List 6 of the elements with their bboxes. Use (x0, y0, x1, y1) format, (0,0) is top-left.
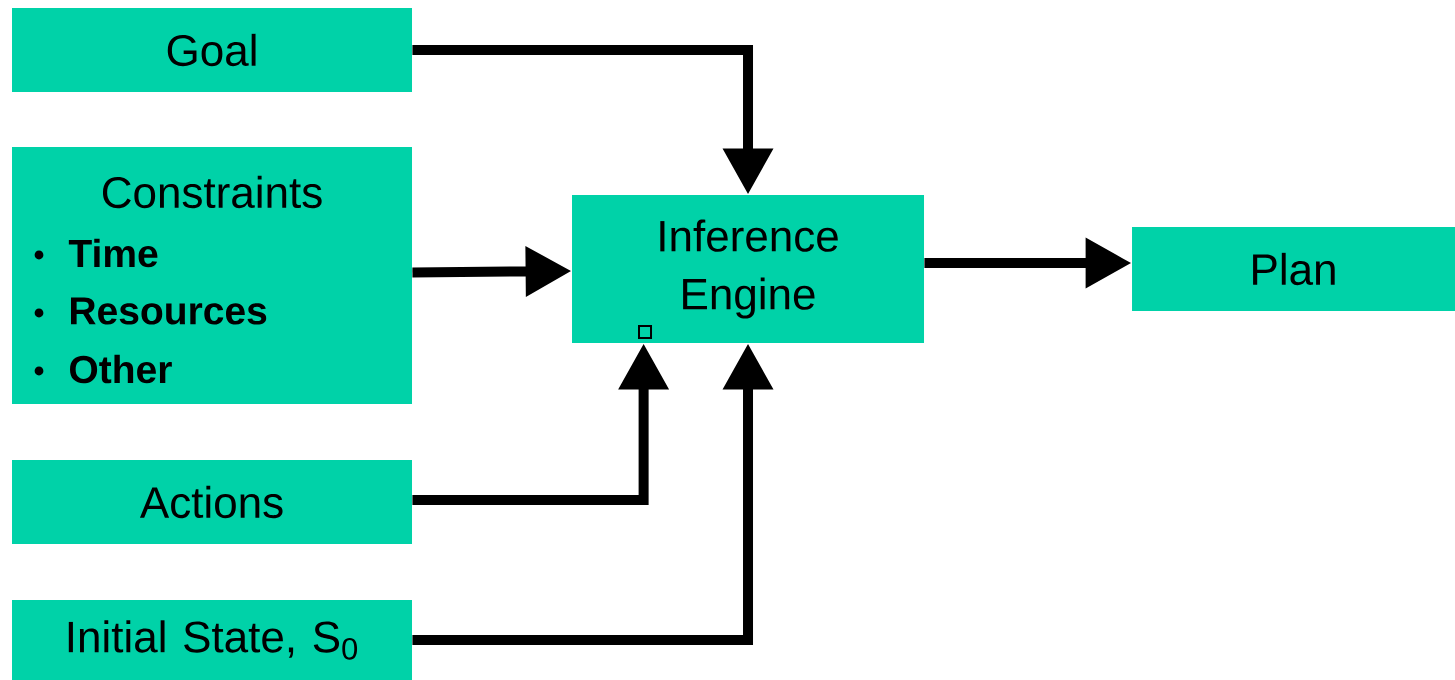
process-box: Plan (1132, 227, 1455, 311)
process-box: Actions (12, 460, 412, 544)
process-box: Inference Engine (572, 195, 924, 343)
constraints-box: Constraints Time Resources Other (12, 147, 412, 404)
process-box: Initial State, S$_{0}$ (12, 600, 412, 680)
process-box: Goal (12, 8, 412, 92)
